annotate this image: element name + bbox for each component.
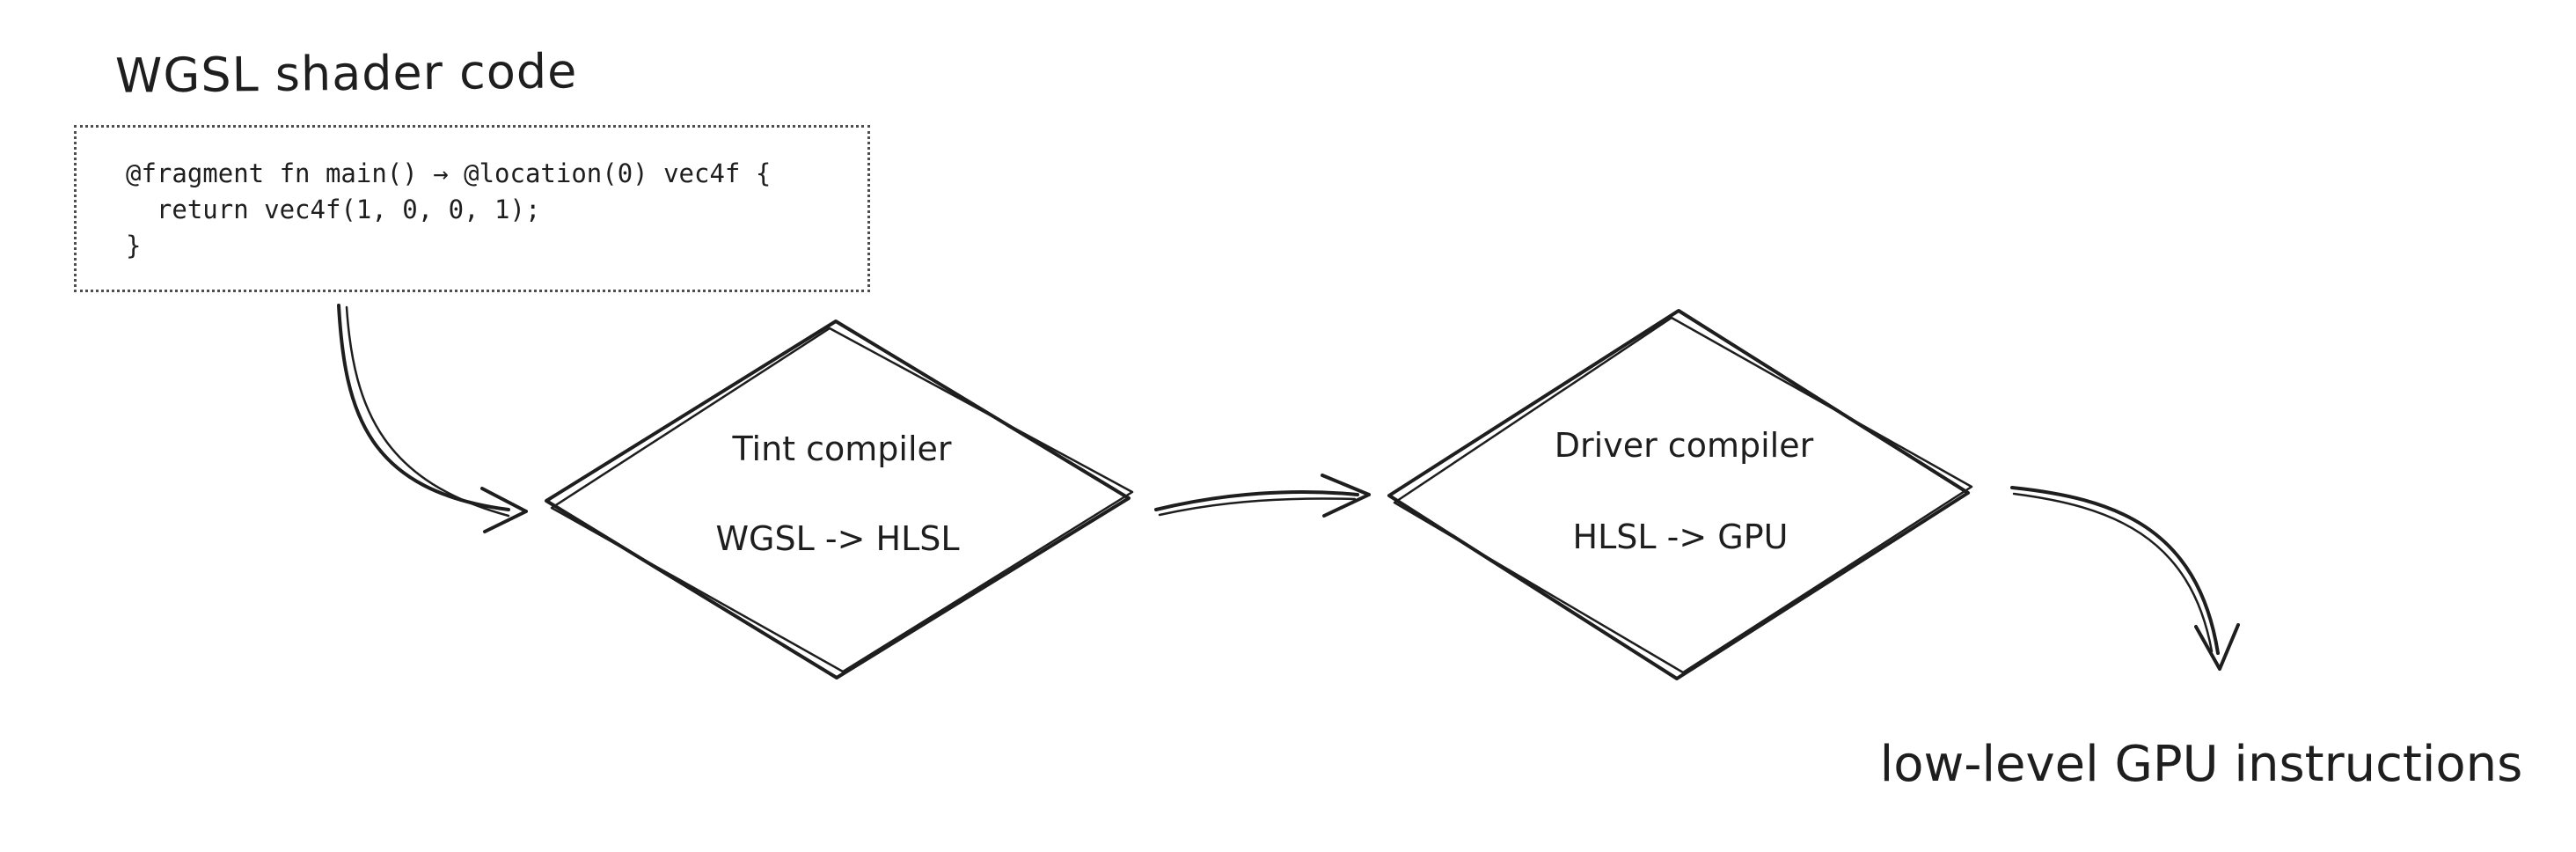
driver-compiler-title: Driver compiler <box>1554 426 1814 465</box>
code-block: @fragment fn main() → @location(0) vec4f… <box>74 125 870 292</box>
output-label: low-level GPU instructions <box>1879 736 2523 793</box>
code-line: @fragment fn main() → @location(0) vec4f… <box>126 158 772 188</box>
code-line: } <box>126 231 142 261</box>
source-label: WGSL shader code <box>114 43 578 104</box>
arrow-tint-to-driver <box>1154 474 1371 518</box>
tint-compiler-subtitle: WGSL -> HLSL <box>715 519 960 558</box>
driver-compiler-diamond <box>1387 309 1973 680</box>
arrow-code-to-tint <box>337 304 528 533</box>
tint-compiler-diamond <box>545 320 1134 679</box>
driver-compiler-subtitle: HLSL -> GPU <box>1572 518 1789 556</box>
arrow-driver-to-output <box>2010 486 2240 671</box>
tint-compiler-title: Tint compiler <box>732 430 952 468</box>
code-line: return vec4f(1, 0, 0, 1); <box>126 195 541 224</box>
